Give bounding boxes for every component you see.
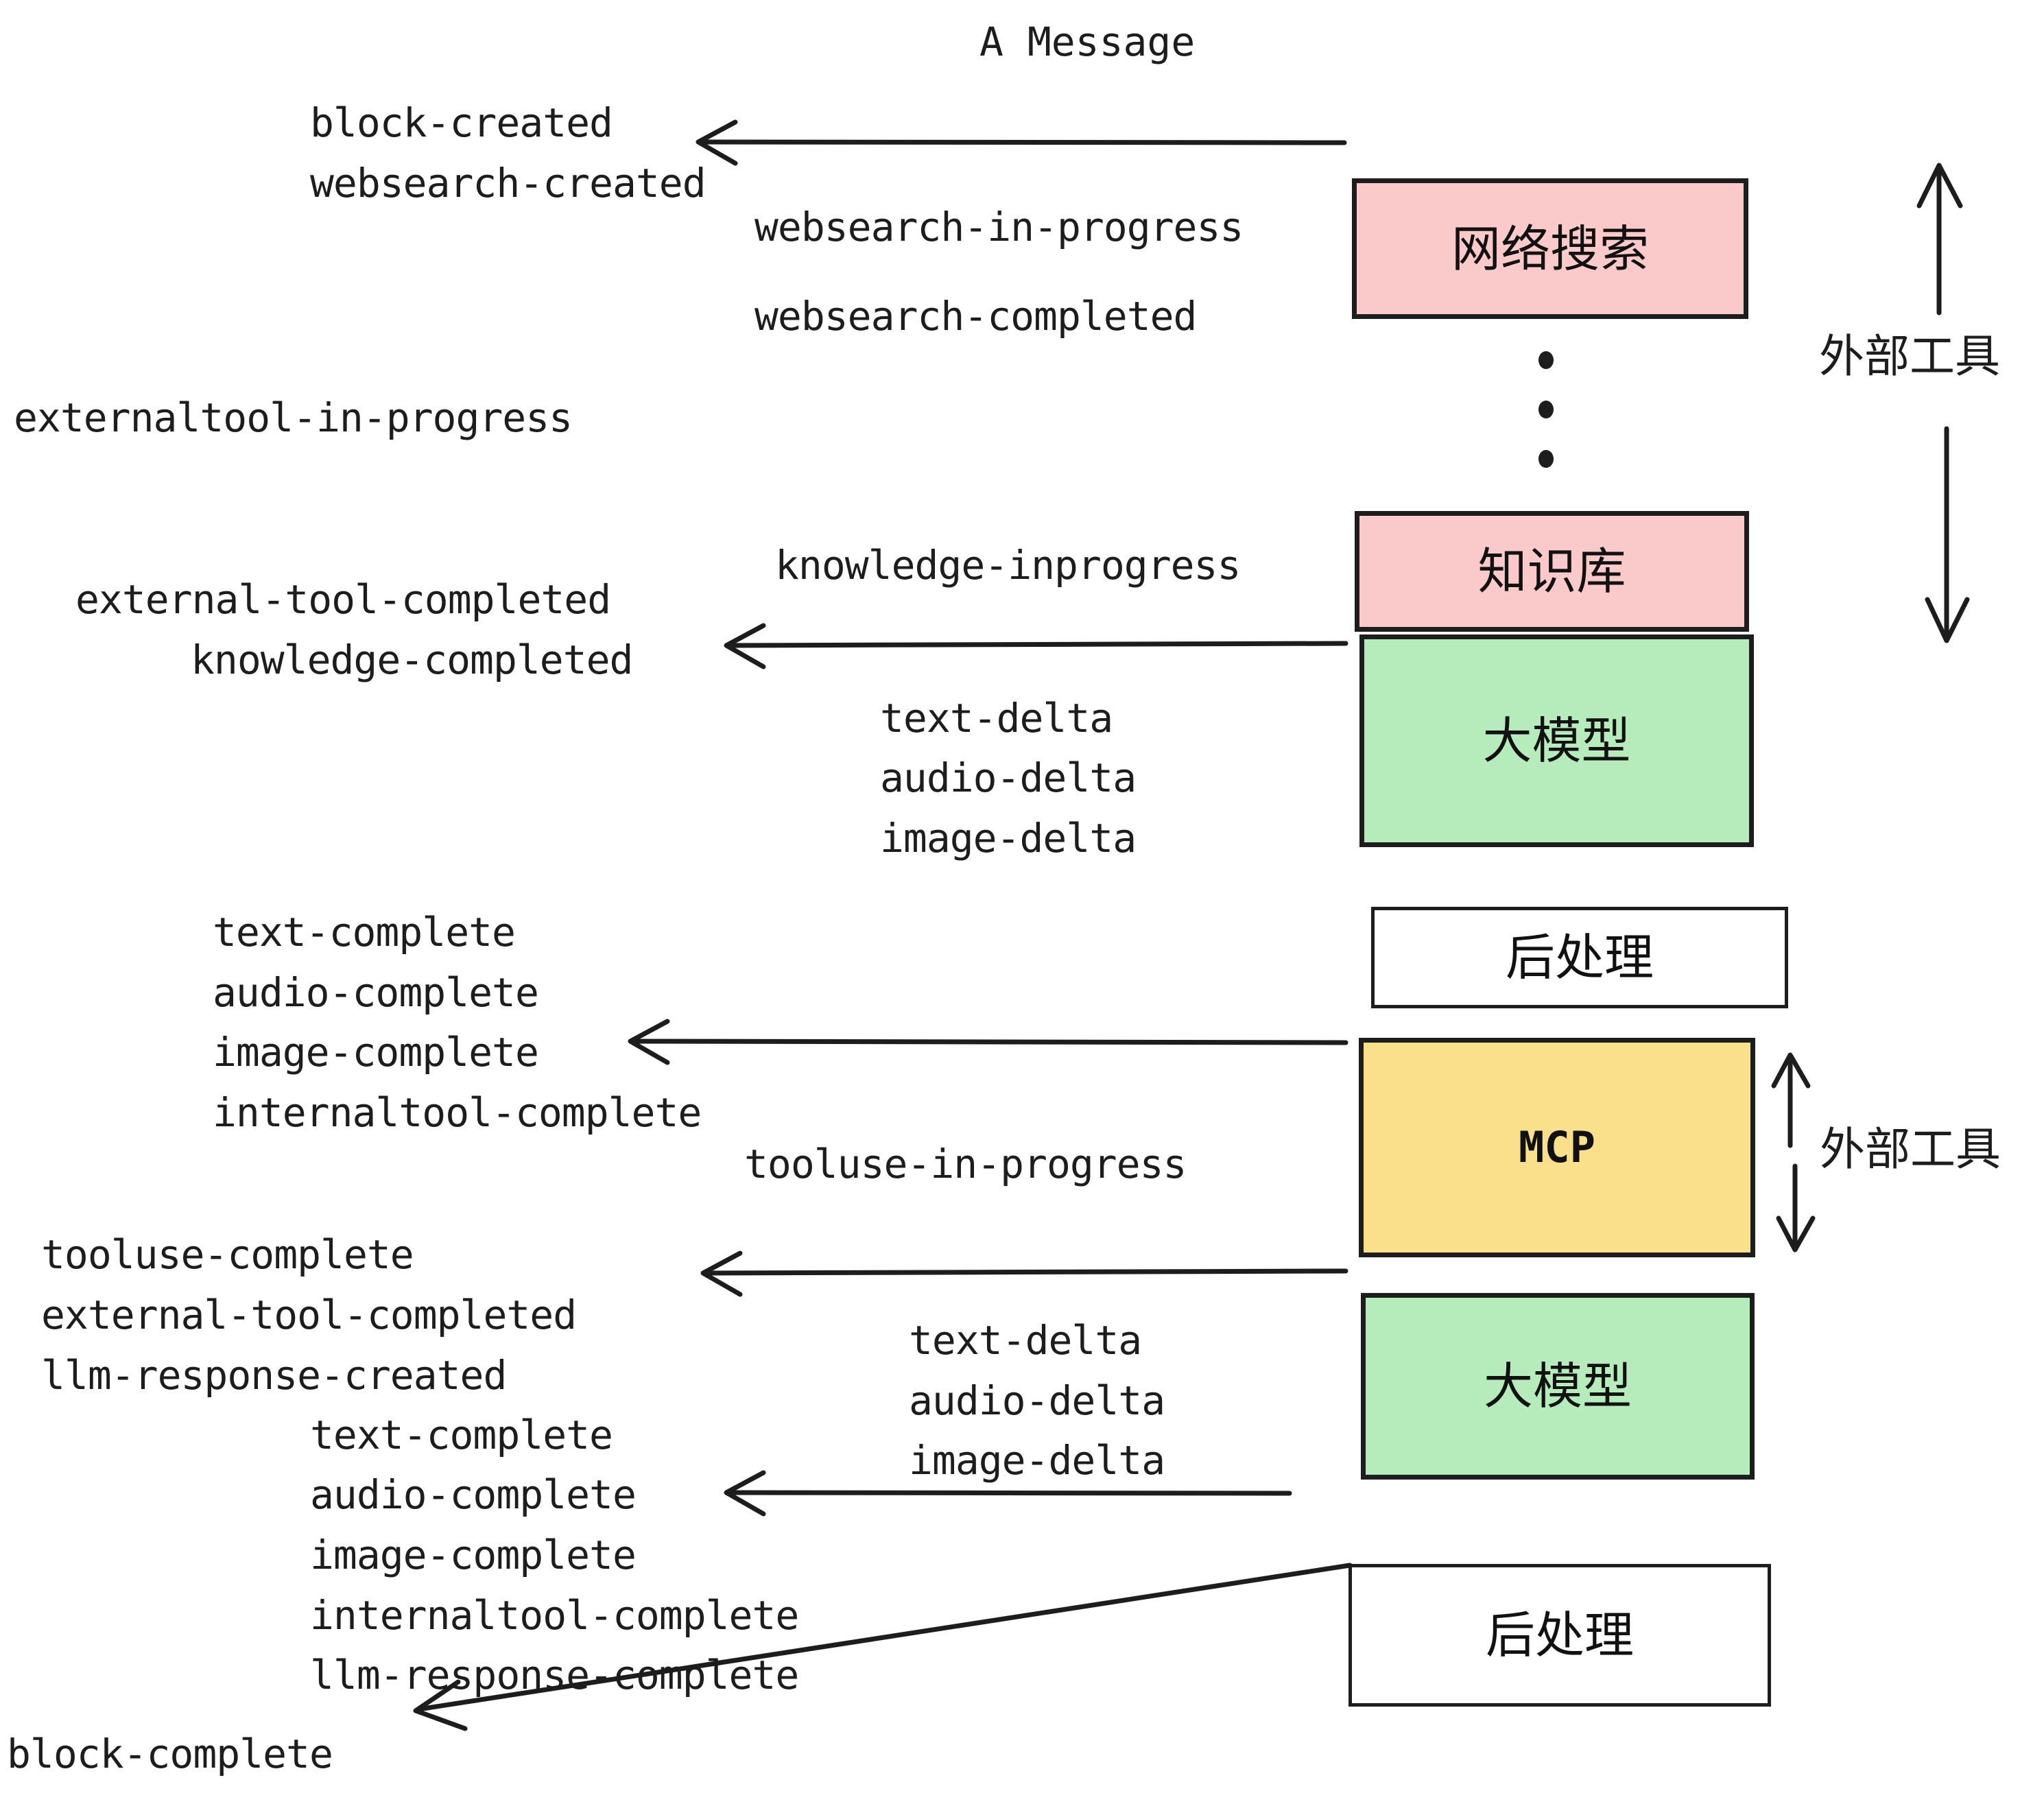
double-arrow-external-tool-bottom <box>1771 1052 1816 1253</box>
box-mcp[interactable]: MCP <box>1359 1038 1755 1257</box>
box-llm-2-label: 大模型 <box>1483 1357 1632 1415</box>
event-llm-response-created: llm-response-created <box>41 1352 507 1399</box>
event-image-complete-1: image-complete <box>213 1029 539 1076</box>
event-text-delta-2: text-delta <box>909 1317 1142 1364</box>
box-postprocess-2[interactable]: 后处理 <box>1348 1564 1771 1707</box>
event-knowledge-inprogress: knowledge-inprogress <box>775 542 1241 589</box>
event-tooluse-complete: tooluse-complete <box>41 1231 414 1278</box>
box-llm-1-label: 大模型 <box>1482 712 1631 770</box>
event-audio-delta-1: audio-delta <box>880 755 1137 801</box>
event-audio-complete-1: audio-complete <box>213 969 539 1016</box>
box-websearch[interactable]: 网络搜索 <box>1352 178 1748 319</box>
event-audio-delta-2: audio-delta <box>909 1377 1165 1424</box>
event-text-complete-1: text-complete <box>213 909 516 956</box>
event-websearch-in-progress: websearch-in-progress <box>754 204 1244 250</box>
event-audio-complete-2: audio-complete <box>310 1471 637 1518</box>
box-websearch-label: 网络搜索 <box>1451 219 1649 278</box>
double-arrow-external-tool-top <box>1916 163 1970 643</box>
box-postprocess-2-label: 后处理 <box>1485 1606 1634 1664</box>
ellipsis-dot-3 <box>1538 450 1554 468</box>
box-llm-1[interactable]: 大模型 <box>1359 634 1754 847</box>
event-knowledge-completed: knowledge-completed <box>191 637 633 683</box>
event-externaltool-in-progress: externaltool-in-progress <box>14 394 573 441</box>
arrow-llm-to-image-complete <box>628 1019 1348 1065</box>
event-internaltool-complete-2: internaltool-complete <box>310 1592 799 1639</box>
event-image-delta-1: image-delta <box>880 815 1137 862</box>
ellipsis-dot-1 <box>1538 351 1554 369</box>
arrow-websearch-to-block-created <box>696 119 1347 166</box>
side-label-external-tool-bottom: 外部工具 <box>1820 1123 2001 1176</box>
box-mcp-label: MCP <box>1519 1122 1595 1172</box>
event-tooluse-in-progress: tooluse-in-progress <box>744 1141 1187 1187</box>
event-external-tool-completed-1: external-tool-completed <box>75 576 611 623</box>
event-internaltool-complete-1: internaltool-complete <box>213 1089 702 1136</box>
box-llm-2[interactable]: 大模型 <box>1361 1293 1755 1480</box>
event-image-delta-2: image-delta <box>909 1437 1165 1484</box>
event-llm-response-complete: llm-response-complete <box>310 1652 799 1698</box>
event-text-complete-2: text-complete <box>310 1412 613 1458</box>
event-block-created: block-created <box>310 99 613 146</box>
event-image-complete-2: image-complete <box>310 1532 637 1578</box>
arrow-postprocess-to-block-complete <box>413 1563 1353 1731</box>
ellipsis-dot-2 <box>1538 401 1554 418</box>
box-knowledge[interactable]: 知识库 <box>1355 511 1749 632</box>
arrow-knowledge-to-knowledge-completed <box>724 623 1348 669</box>
event-websearch-completed: websearch-completed <box>754 293 1197 340</box>
event-block-complete: block-complete <box>7 1731 333 1777</box>
event-text-delta-1: text-delta <box>880 695 1113 741</box>
box-postprocess-1-label: 后处理 <box>1505 929 1654 986</box>
box-postprocess-1[interactable]: 后处理 <box>1371 907 1788 1008</box>
event-websearch-created: websearch-created <box>310 160 706 206</box>
box-knowledge-label: 知识库 <box>1477 543 1626 600</box>
arrow-mcp-to-tooluse-complete <box>700 1250 1348 1297</box>
page-title: A Message <box>979 19 1196 65</box>
side-label-external-tool-top: 外部工具 <box>1819 330 2000 383</box>
event-external-tool-completed-2: external-tool-completed <box>41 1292 577 1338</box>
